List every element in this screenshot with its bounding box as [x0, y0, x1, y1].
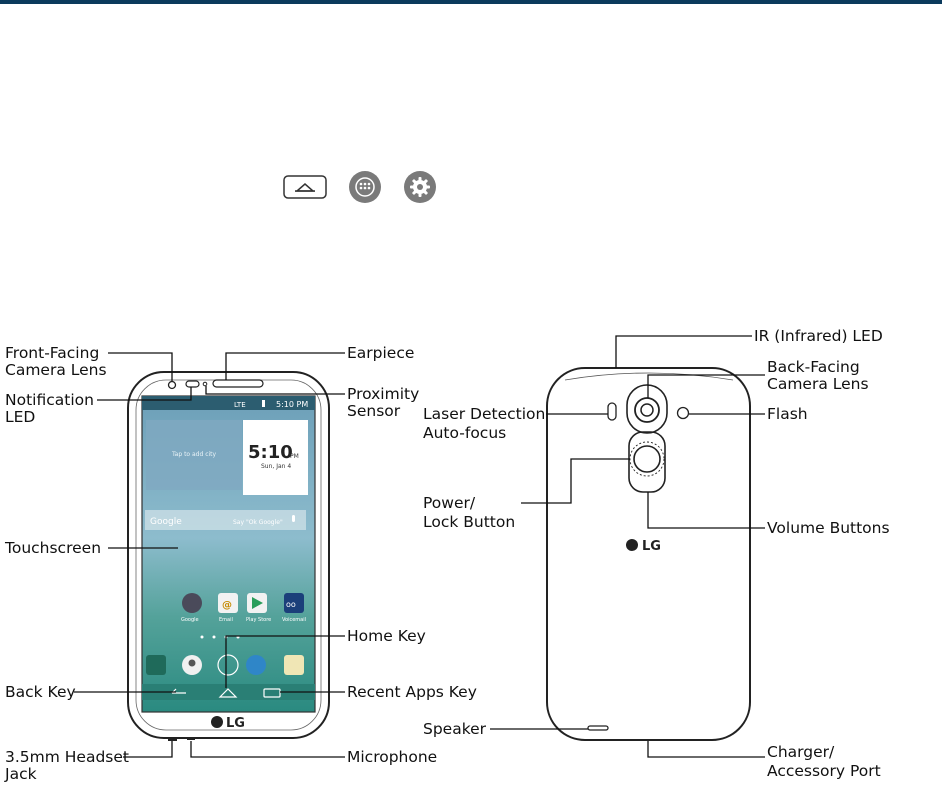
back-phone: LG — [546, 367, 751, 741]
svg-text:oo: oo — [286, 600, 296, 609]
back-camera-lens — [634, 397, 660, 423]
svg-text:Camera Lens: Camera Lens — [767, 375, 869, 393]
phone-app-icon[interactable] — [146, 655, 166, 675]
front-labels: Front-Facing Camera Lens Notification LE… — [4, 344, 477, 783]
svg-text:Google: Google — [181, 617, 199, 623]
label-headset-jack: 3.5mm Headset — [5, 748, 129, 766]
recent-apps-key-icon[interactable] — [263, 688, 281, 698]
svg-text:Camera Lens: Camera Lens — [5, 361, 107, 379]
label-back-key: Back Key — [5, 683, 76, 701]
widget-ampm: PM — [290, 453, 299, 460]
power-lock-button — [633, 445, 661, 473]
front-camera-lens — [167, 380, 177, 390]
svg-text:Voicemail: Voicemail — [282, 617, 306, 623]
label-flash: Flash — [767, 405, 808, 423]
search-hint: Say "Ok Google" — [233, 519, 283, 526]
messaging-app-icon[interactable] — [284, 655, 304, 675]
front-phone: LTE 5:10 PM Tap to add city 5:10 PM Sun,… — [127, 371, 330, 741]
svg-text:LED: LED — [5, 408, 35, 426]
svg-text:Lock Button: Lock Button — [423, 513, 515, 531]
label-notification-led: Notification — [5, 391, 94, 409]
label-earpiece: Earpiece — [347, 344, 414, 362]
laser-autofocus — [607, 402, 617, 421]
label-proximity-sensor: Proximity — [347, 385, 419, 403]
svg-text:@: @ — [222, 600, 232, 611]
browser-app-icon[interactable] — [246, 655, 266, 675]
apps-drawer-icon[interactable] — [217, 654, 239, 676]
svg-text:Email: Email — [219, 617, 233, 623]
back-brand-logo: LG — [642, 539, 661, 554]
home-key-nav-icon[interactable] — [218, 688, 238, 698]
notification-led — [185, 380, 200, 388]
widget-date: Sun, Jan 4 — [261, 463, 291, 470]
email-app-icon[interactable] — [218, 593, 238, 613]
label-microphone: Microphone — [347, 748, 437, 766]
svg-text:Play Store: Play Store — [246, 617, 271, 623]
back-labels: IR (Infrared) LED Back-Facing Camera Len… — [423, 327, 890, 780]
svg-text:Auto-focus: Auto-focus — [423, 424, 506, 442]
label-charger-port: Charger/ — [767, 743, 835, 761]
voicemail-icon[interactable] — [284, 593, 304, 613]
label-volume-buttons: Volume Buttons — [767, 519, 890, 537]
label-laser-autofocus: Laser Detection — [423, 405, 545, 423]
label-back-camera: Back-Facing — [767, 358, 860, 376]
search-google: Google — [150, 517, 182, 527]
widget-clock: 5:10 — [248, 442, 293, 463]
svg-text:Jack: Jack — [4, 765, 37, 783]
speaker — [587, 725, 609, 731]
svg-text:Sensor: Sensor — [347, 402, 401, 420]
label-front-camera: Front-Facing — [5, 344, 99, 362]
home-key-icon — [283, 175, 327, 199]
apps-icon — [349, 171, 381, 203]
label-recent-apps-key: Recent Apps Key — [347, 683, 477, 701]
widget-tap-text: Tap to add city — [171, 451, 217, 458]
label-touchscreen: Touchscreen — [4, 539, 101, 557]
flash — [676, 406, 690, 420]
label-speaker: Speaker — [423, 720, 487, 738]
status-time: 5:10 PM — [276, 400, 308, 409]
front-brand-logo: LG — [226, 716, 245, 731]
settings-gear-icon — [404, 171, 436, 203]
label-ir-led: IR (Infrared) LED — [754, 327, 883, 345]
earpiece — [212, 379, 264, 388]
callout-lines — [74, 335, 765, 758]
label-power-lock: Power/ — [423, 494, 476, 512]
header-bar — [0, 0, 942, 4]
label-home-key: Home Key — [347, 627, 426, 645]
svg-text:Accessory Port: Accessory Port — [767, 762, 881, 780]
volume-buttons — [628, 431, 666, 493]
google-app-icon[interactable] — [182, 593, 202, 613]
status-network: LTE — [234, 401, 246, 409]
